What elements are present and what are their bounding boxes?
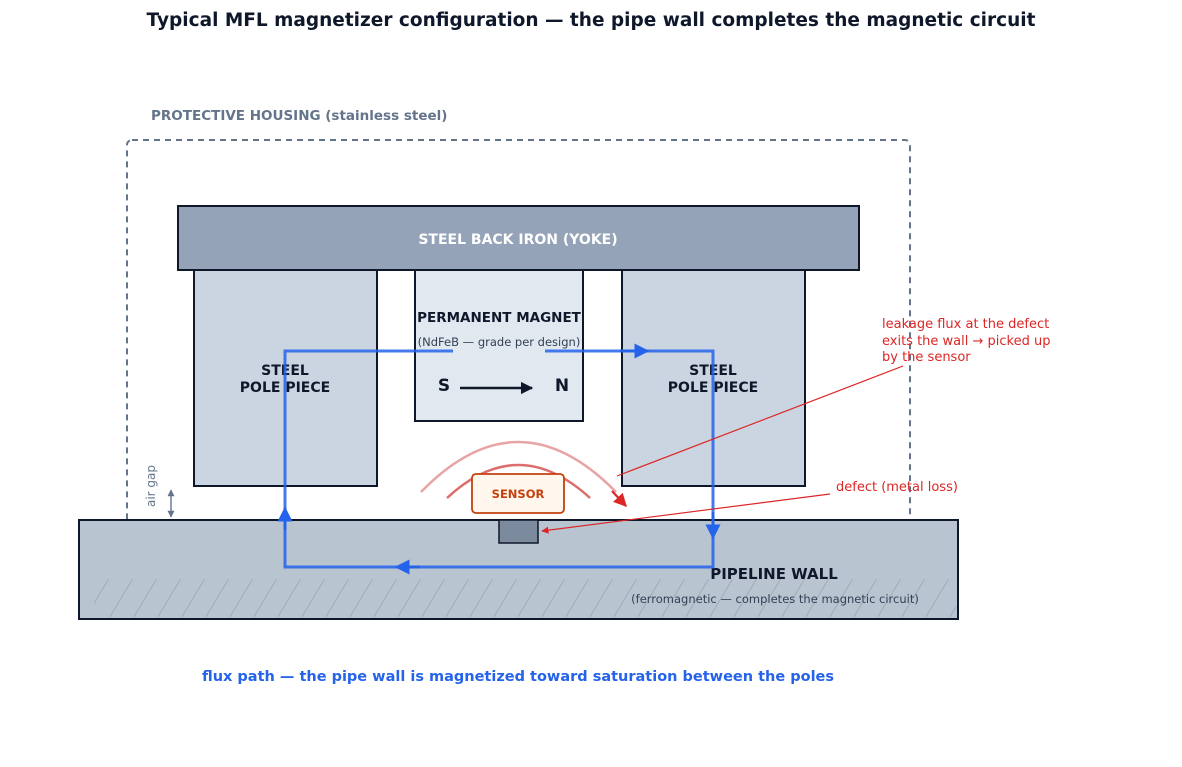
leakage-annotation-pointer xyxy=(616,365,904,477)
leakage-annotation-line-3: by the sensor xyxy=(882,350,971,365)
pipe-wall-label: PIPELINE WALL xyxy=(710,565,838,583)
protective-housing xyxy=(126,139,911,538)
leakage-annotation-line-2: exits the wall → picked up xyxy=(882,334,1050,349)
defect-annotation: defect (metal loss) xyxy=(836,480,958,495)
pipe-wall-sublabel: (ferromagnetic — completes the magnetic … xyxy=(631,592,919,606)
magnet-label: PERMANENT MAGNET xyxy=(417,310,582,326)
pipe-wall-hatch xyxy=(94,579,956,617)
mfl-sensor xyxy=(471,473,565,514)
magnet-south-pole: S xyxy=(438,376,450,396)
air-gap-label: air gap xyxy=(144,465,158,507)
flux-path-left-top xyxy=(283,349,465,569)
leakage-flux-arc-outer xyxy=(420,440,617,493)
permanent-magnet xyxy=(414,269,584,422)
magnet-sublabel: (NdFeB — grade per design) xyxy=(418,335,581,349)
yoke-label: STEEL BACK IRON (YOKE) xyxy=(418,232,617,248)
steel-yoke xyxy=(177,205,860,271)
flux-path-caption: flux path — the pipe wall is magnetized … xyxy=(202,669,834,685)
leakage-flux-arc-inner xyxy=(446,463,591,499)
sensor-label: SENSOR xyxy=(492,487,545,501)
defect-metal-loss xyxy=(498,519,539,544)
leakage-flux-arrow xyxy=(611,490,627,507)
leakage-annotation-line-1: leakage flux at the defect xyxy=(882,317,1049,332)
housing-label: PROTECTIVE HOUSING (stainless steel) xyxy=(151,108,447,124)
magnet-north-pole: N xyxy=(555,376,569,396)
diagram-title: Typical MFL magnetizer configuration — t… xyxy=(147,10,1036,31)
defect-annotation-pointer xyxy=(541,493,831,534)
